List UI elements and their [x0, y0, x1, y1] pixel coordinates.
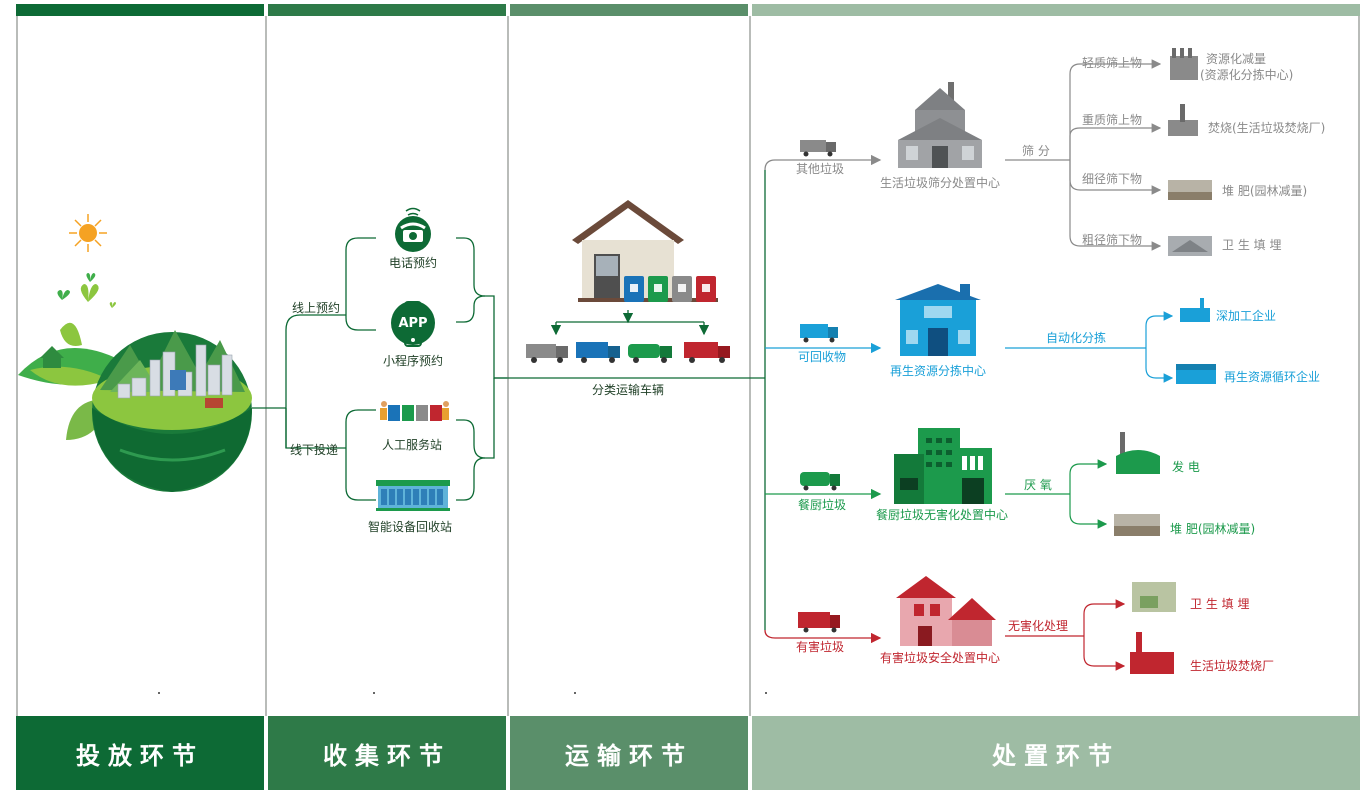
recycling-enterprise-icon	[1176, 364, 1216, 384]
manual-station-label: 人工服务站	[381, 438, 443, 452]
truck-hazard-small-icon	[798, 612, 840, 633]
auto-sort-label: 自动化分拣	[1046, 331, 1107, 345]
stage-footer-collection: 收集环节	[268, 716, 506, 790]
truck-hazard-icon	[684, 342, 730, 363]
truck-other-icon	[526, 344, 568, 363]
harmless-process-label: 无害化处理	[1008, 619, 1069, 633]
resource-reduce-label: 资源化减量	[1206, 52, 1267, 66]
earth-city-illustration	[18, 214, 252, 492]
dot-marker	[158, 692, 160, 694]
column-divider	[507, 16, 509, 716]
collection-house-icon	[572, 200, 718, 302]
landfill-red-icon	[1132, 582, 1176, 612]
dot-marker	[373, 692, 375, 694]
kitchen-center-label: 餐厨垃圾无害化处置中心	[875, 508, 1009, 522]
dot-marker	[574, 692, 576, 694]
mini-program-label: 小程序预约	[382, 354, 444, 368]
app-badge: APP	[398, 316, 428, 331]
column-divider	[16, 16, 18, 716]
other-waste-label: 其他垃圾	[796, 162, 845, 176]
compost-icon	[1168, 180, 1212, 200]
recycle-center-label: 再生资源分拣中心	[889, 364, 987, 378]
screening-center-building	[898, 82, 982, 168]
phone-booking-label: 电话预约	[388, 256, 438, 270]
resource-center-label: (资源化分拣中心)	[1200, 68, 1294, 82]
recycling-enterprise-label: 再生资源循环企业	[1224, 370, 1321, 384]
stage-footer-transport: 运输环节	[510, 716, 748, 790]
smart-station-label: 智能设备回收站	[367, 520, 453, 534]
stage-footer-treatment: 处置环节	[752, 716, 1360, 790]
kitchen-center-building	[894, 428, 992, 504]
transport-trucks	[526, 342, 730, 363]
hazard-incineration-label: 生活垃圾焚烧厂	[1190, 659, 1275, 673]
stage-bar-1	[16, 4, 264, 16]
collect-connectors	[285, 237, 507, 501]
hazard-landfill-label: 卫 生 填 埋	[1190, 597, 1250, 611]
manual-station-icon	[380, 401, 449, 421]
stage-bar-4	[752, 4, 1360, 16]
processing-factory-icon	[1180, 298, 1210, 322]
light-over-label: 轻质筛上物	[1082, 56, 1143, 70]
kitchen-waste-label: 餐厨垃圾	[798, 498, 847, 512]
stage-bar-2	[268, 4, 506, 16]
incinerator-red-icon	[1130, 632, 1174, 674]
compost-green-icon	[1114, 514, 1160, 536]
recyclable-label: 可回收物	[798, 350, 847, 364]
coarse-under-label: 粗径筛下物	[1082, 233, 1143, 247]
deep-processing-label: 深加工企业	[1216, 309, 1277, 323]
hazard-center-label: 有害垃圾安全处置中心	[879, 651, 1001, 665]
truck-recycle-small-icon	[800, 324, 838, 343]
landfill-icon	[1168, 236, 1212, 256]
truck-kitchen-small-icon	[800, 472, 840, 491]
phone-icon	[395, 207, 431, 252]
power-plant-icon	[1116, 432, 1160, 474]
vehicles-label: 分类运输车辆	[591, 383, 665, 397]
kitchen-compost-label: 堆 肥(园林减量)	[1170, 522, 1256, 536]
incinerator-icon	[1168, 104, 1198, 136]
dot-marker	[765, 692, 767, 694]
column-divider	[1358, 16, 1360, 716]
offline-label: 线下投递	[290, 443, 339, 457]
column-divider	[749, 16, 751, 716]
hazard-center-building	[896, 576, 996, 646]
stage-footer-disposal: 投放环节	[16, 716, 264, 790]
compost-label: 堆 肥(园林减量)	[1222, 184, 1308, 198]
recycle-center-building	[895, 284, 981, 356]
screening-center-label: 生活垃圾筛分处置中心	[879, 176, 1001, 190]
incineration-label: 焚烧(生活垃圾焚烧厂)	[1208, 121, 1326, 135]
flow-diagram	[18, 48, 1216, 674]
online-label: 线上预约	[292, 301, 341, 315]
resource-factory-icon	[1170, 48, 1198, 80]
mini-program-icon	[391, 301, 435, 347]
power-label: 发 电	[1172, 460, 1200, 474]
screening-process-label: 筛 分	[1022, 144, 1050, 158]
truck-other-small-icon	[800, 140, 836, 157]
hazard-waste-label: 有害垃圾	[796, 640, 845, 654]
landfill-label: 卫 生 填 埋	[1222, 238, 1282, 252]
stage-bar-3	[510, 4, 748, 16]
anaerobic-label: 厌 氧	[1024, 478, 1052, 492]
fine-under-label: 细径筛下物	[1082, 172, 1143, 186]
column-divider	[265, 16, 267, 716]
heavy-over-label: 重质筛上物	[1082, 113, 1143, 127]
truck-kitchen-icon	[628, 344, 672, 363]
smart-station-icon	[376, 480, 450, 511]
truck-recycle-icon	[576, 342, 620, 363]
